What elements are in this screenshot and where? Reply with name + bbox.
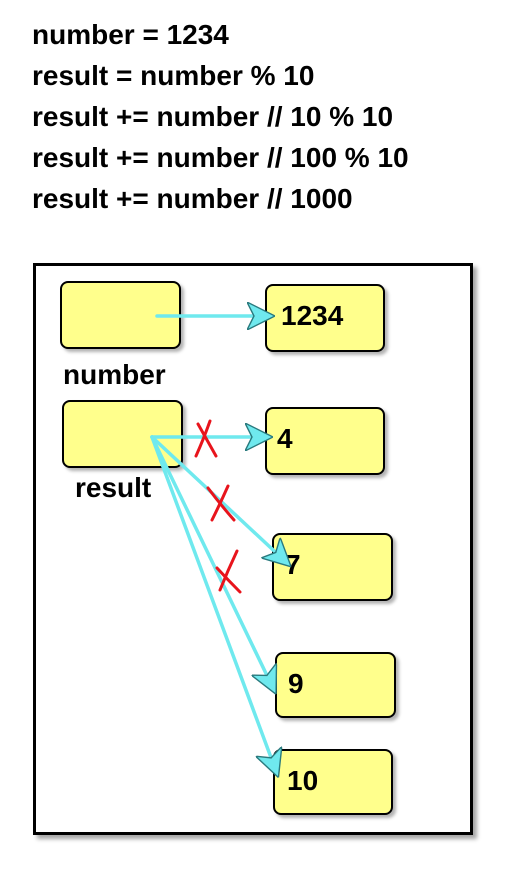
code-line-3: result += number // 10 % 10 — [32, 101, 394, 132]
code-listing: number = 1234 result = number % 10 resul… — [32, 14, 409, 219]
value-text-10: 10 — [287, 765, 319, 796]
code-line-4: result += number // 100 % 10 — [32, 142, 409, 173]
result-variable-box — [62, 400, 183, 468]
number-variable-label: number — [63, 359, 166, 390]
result-variable-label: result — [75, 472, 152, 503]
number-variable-box — [60, 281, 181, 349]
value-text-9: 9 — [288, 668, 304, 699]
value-text-4: 4 — [277, 423, 293, 454]
value-box-10 — [273, 749, 393, 815]
value-text-7: 7 — [285, 549, 301, 580]
value-text-1234: 1234 — [281, 300, 344, 331]
code-line-1: number = 1234 — [32, 19, 229, 50]
code-line-5: result += number // 1000 — [32, 183, 353, 214]
value-box-1234 — [265, 284, 385, 352]
code-line-2: result = number % 10 — [32, 60, 315, 91]
